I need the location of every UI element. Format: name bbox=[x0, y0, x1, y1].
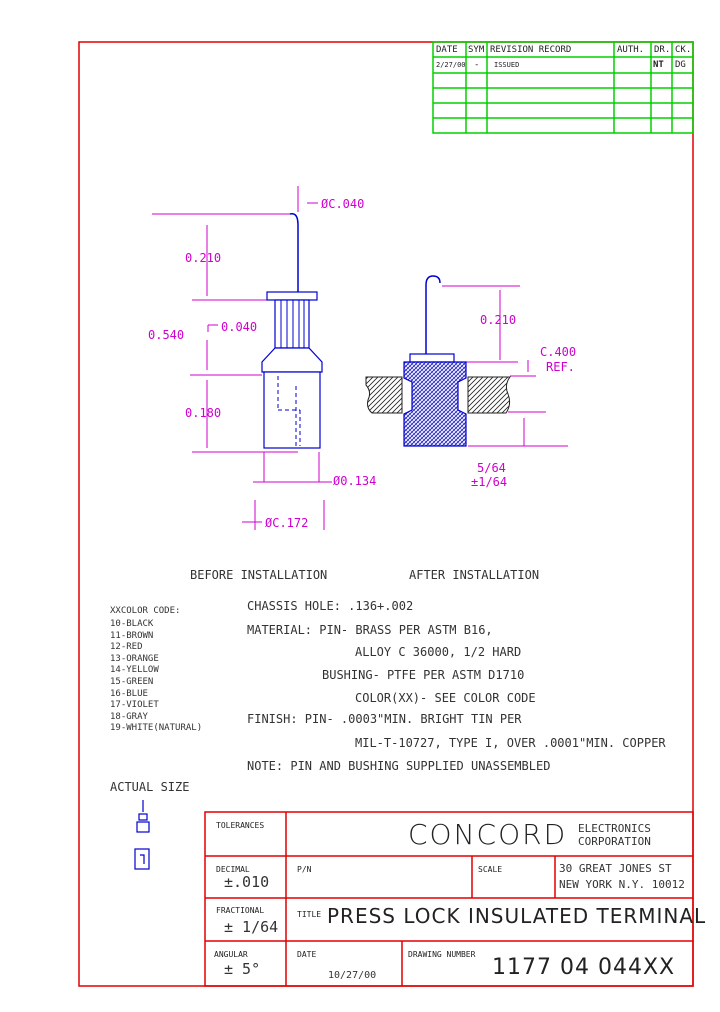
color-code-list: 10-BLACK 11-BROWN 12-RED 13-ORANGE 14-YE… bbox=[110, 619, 202, 735]
dim-540: 0.540 bbox=[148, 328, 185, 342]
dim-pin-diameter: ØC.040 bbox=[321, 197, 365, 211]
decimal-value: ±.010 bbox=[224, 873, 270, 891]
dim-040: 0.040 bbox=[221, 320, 258, 334]
color-item: 12-RED bbox=[110, 642, 143, 653]
tolerances-label: TOLERANCES bbox=[216, 821, 265, 830]
color-item: 11-BROWN bbox=[110, 630, 154, 641]
color-item: 14-YELLOW bbox=[110, 665, 159, 676]
dim-210: 0.210 bbox=[185, 251, 222, 265]
title-label: TITLE bbox=[297, 910, 322, 919]
note-finish: FINISH: PIN- .0003"MIN. BRIGHT TIN PER bbox=[247, 712, 522, 726]
note-chassis-hole: CHASSIS HOLE: .136+.002 bbox=[247, 599, 414, 613]
decimal-label: DECIMAL bbox=[216, 865, 250, 874]
rev-header-dr: DR. bbox=[654, 45, 671, 55]
color-item: 19-WHITE(NATURAL) bbox=[110, 723, 203, 734]
dim-5-64: 5/64 bbox=[477, 461, 506, 475]
note-alloy: ALLOY C 36000, 1/2 HARD bbox=[355, 645, 522, 659]
angular-value: ± 5° bbox=[224, 960, 261, 978]
fractional-label: FRACTIONAL bbox=[216, 906, 265, 915]
rev-header-auth: AUTH. bbox=[617, 45, 645, 55]
company-name: CONCORD bbox=[408, 818, 568, 851]
dim-ref: REF. bbox=[546, 360, 575, 374]
rev-row-dr: NT bbox=[653, 60, 664, 70]
rev-header-sym: SYM bbox=[468, 45, 485, 55]
color-item: 15-GREEN bbox=[110, 676, 154, 687]
dim-after-210: 0.210 bbox=[480, 313, 517, 327]
address-line1: 30 GREAT JONES ST bbox=[559, 862, 672, 875]
dim-180: 0.180 bbox=[185, 406, 222, 420]
pn-label: P/N bbox=[297, 865, 312, 874]
dim-172: ØC.172 bbox=[265, 516, 309, 530]
date-label: DATE bbox=[297, 950, 317, 959]
color-item: 10-BLACK bbox=[110, 619, 154, 629]
date-value: 10/27/00 bbox=[328, 970, 377, 981]
title-block-grid bbox=[204, 811, 694, 987]
dim-400: C.400 bbox=[540, 345, 577, 359]
dim-1-64: ±1/64 bbox=[471, 475, 508, 489]
color-item: 18-GRAY bbox=[110, 711, 148, 722]
color-code-title: XXCOLOR CODE: bbox=[110, 606, 181, 616]
note-color: COLOR(XX)- SEE COLOR CODE bbox=[355, 691, 536, 705]
drawing-number: 1177 04 044XX bbox=[492, 955, 676, 980]
color-item: 17-VIOLET bbox=[110, 700, 159, 711]
note-unassembled: NOTE: PIN AND BUSHING SUPPLIED UNASSEMBL… bbox=[247, 759, 551, 773]
rev-row-ck: DG bbox=[675, 60, 686, 70]
color-item: 16-BLUE bbox=[110, 688, 148, 699]
revision-table bbox=[432, 41, 694, 134]
rev-header-ck: CK. bbox=[675, 45, 692, 55]
note-material: MATERIAL: PIN- BRASS PER ASTM B16, bbox=[247, 623, 493, 637]
fractional-value: ± 1/64 bbox=[224, 918, 279, 936]
rev-header-date: DATE bbox=[436, 45, 458, 55]
rev-row-record: ISSUED bbox=[494, 61, 520, 69]
color-item: 13-ORANGE bbox=[110, 653, 159, 664]
caption-after: AFTER INSTALLATION bbox=[409, 568, 540, 582]
dim-134: Ø0.134 bbox=[333, 474, 377, 488]
rev-header-record: REVISION RECORD bbox=[490, 45, 572, 55]
before-installation-drawing bbox=[152, 186, 332, 530]
note-bushing: BUSHING- PTFE PER ASTM D1710 bbox=[322, 668, 525, 682]
note-mil-spec: MIL-T-10727, TYPE I, OVER .0001"MIN. COP… bbox=[355, 736, 666, 750]
actual-size-label: ACTUAL SIZE bbox=[110, 780, 190, 794]
company-sub1: ELECTRONICS bbox=[578, 822, 651, 835]
address-line2: NEW YORK N.Y. 10012 bbox=[559, 878, 685, 891]
angular-label: ANGULAR bbox=[214, 950, 248, 959]
drawing-title: PRESS LOCK INSULATED TERMINAL bbox=[327, 904, 707, 928]
drawing-number-label: DRAWING NUMBER bbox=[408, 950, 476, 959]
rev-row-date: 2/27/00 bbox=[436, 61, 466, 69]
scale-label: SCALE bbox=[478, 865, 503, 874]
after-installation-drawing bbox=[365, 275, 568, 447]
caption-before: BEFORE INSTALLATION bbox=[190, 568, 328, 582]
actual-size-icons bbox=[134, 800, 150, 870]
rev-row-sym: - bbox=[474, 60, 480, 70]
company-sub2: CORPORATION bbox=[578, 835, 651, 848]
